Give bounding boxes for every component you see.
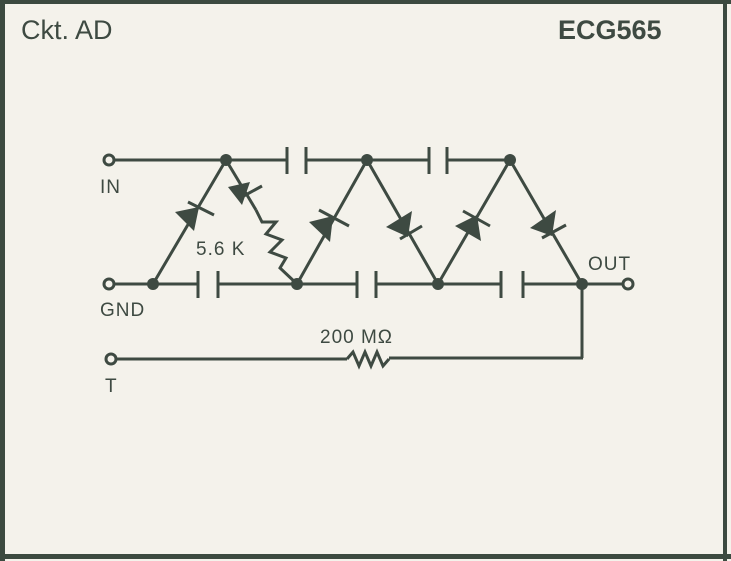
frame-border-right xyxy=(723,0,727,561)
frame-border-bottom xyxy=(0,554,731,559)
terminal-gnd xyxy=(102,277,116,291)
diode-6 xyxy=(530,210,567,240)
label-t: T xyxy=(105,376,118,397)
label-resistor-5k6: 5.6 K xyxy=(196,239,245,260)
terminal-t xyxy=(104,352,118,366)
junction-dot xyxy=(147,278,159,290)
junction-dot xyxy=(291,278,303,290)
label-resistor-200m: 200 MΩ xyxy=(320,327,393,348)
circuit-label: Ckt. AD xyxy=(21,15,113,45)
resistor-200m xyxy=(345,348,391,370)
diode-2 xyxy=(228,182,263,205)
junction-dot xyxy=(576,278,588,290)
frame-border-left xyxy=(0,0,5,561)
junction-dot xyxy=(504,154,516,166)
label-out: OUT xyxy=(588,254,631,275)
junction-dot xyxy=(432,278,444,290)
resistor-5k6 xyxy=(254,209,299,286)
diode-1 xyxy=(175,200,215,231)
junction-dot xyxy=(220,154,232,166)
part-number: ECG565 xyxy=(558,15,662,45)
frame-border-top xyxy=(0,0,731,4)
terminal-out xyxy=(621,277,635,291)
label-gnd: GND xyxy=(100,300,145,321)
diode-5 xyxy=(455,209,491,241)
diode-3 xyxy=(309,208,350,242)
diode-4 xyxy=(386,211,423,241)
label-in: IN xyxy=(100,177,121,198)
terminal-in xyxy=(102,153,116,167)
junction-dot xyxy=(361,154,373,166)
